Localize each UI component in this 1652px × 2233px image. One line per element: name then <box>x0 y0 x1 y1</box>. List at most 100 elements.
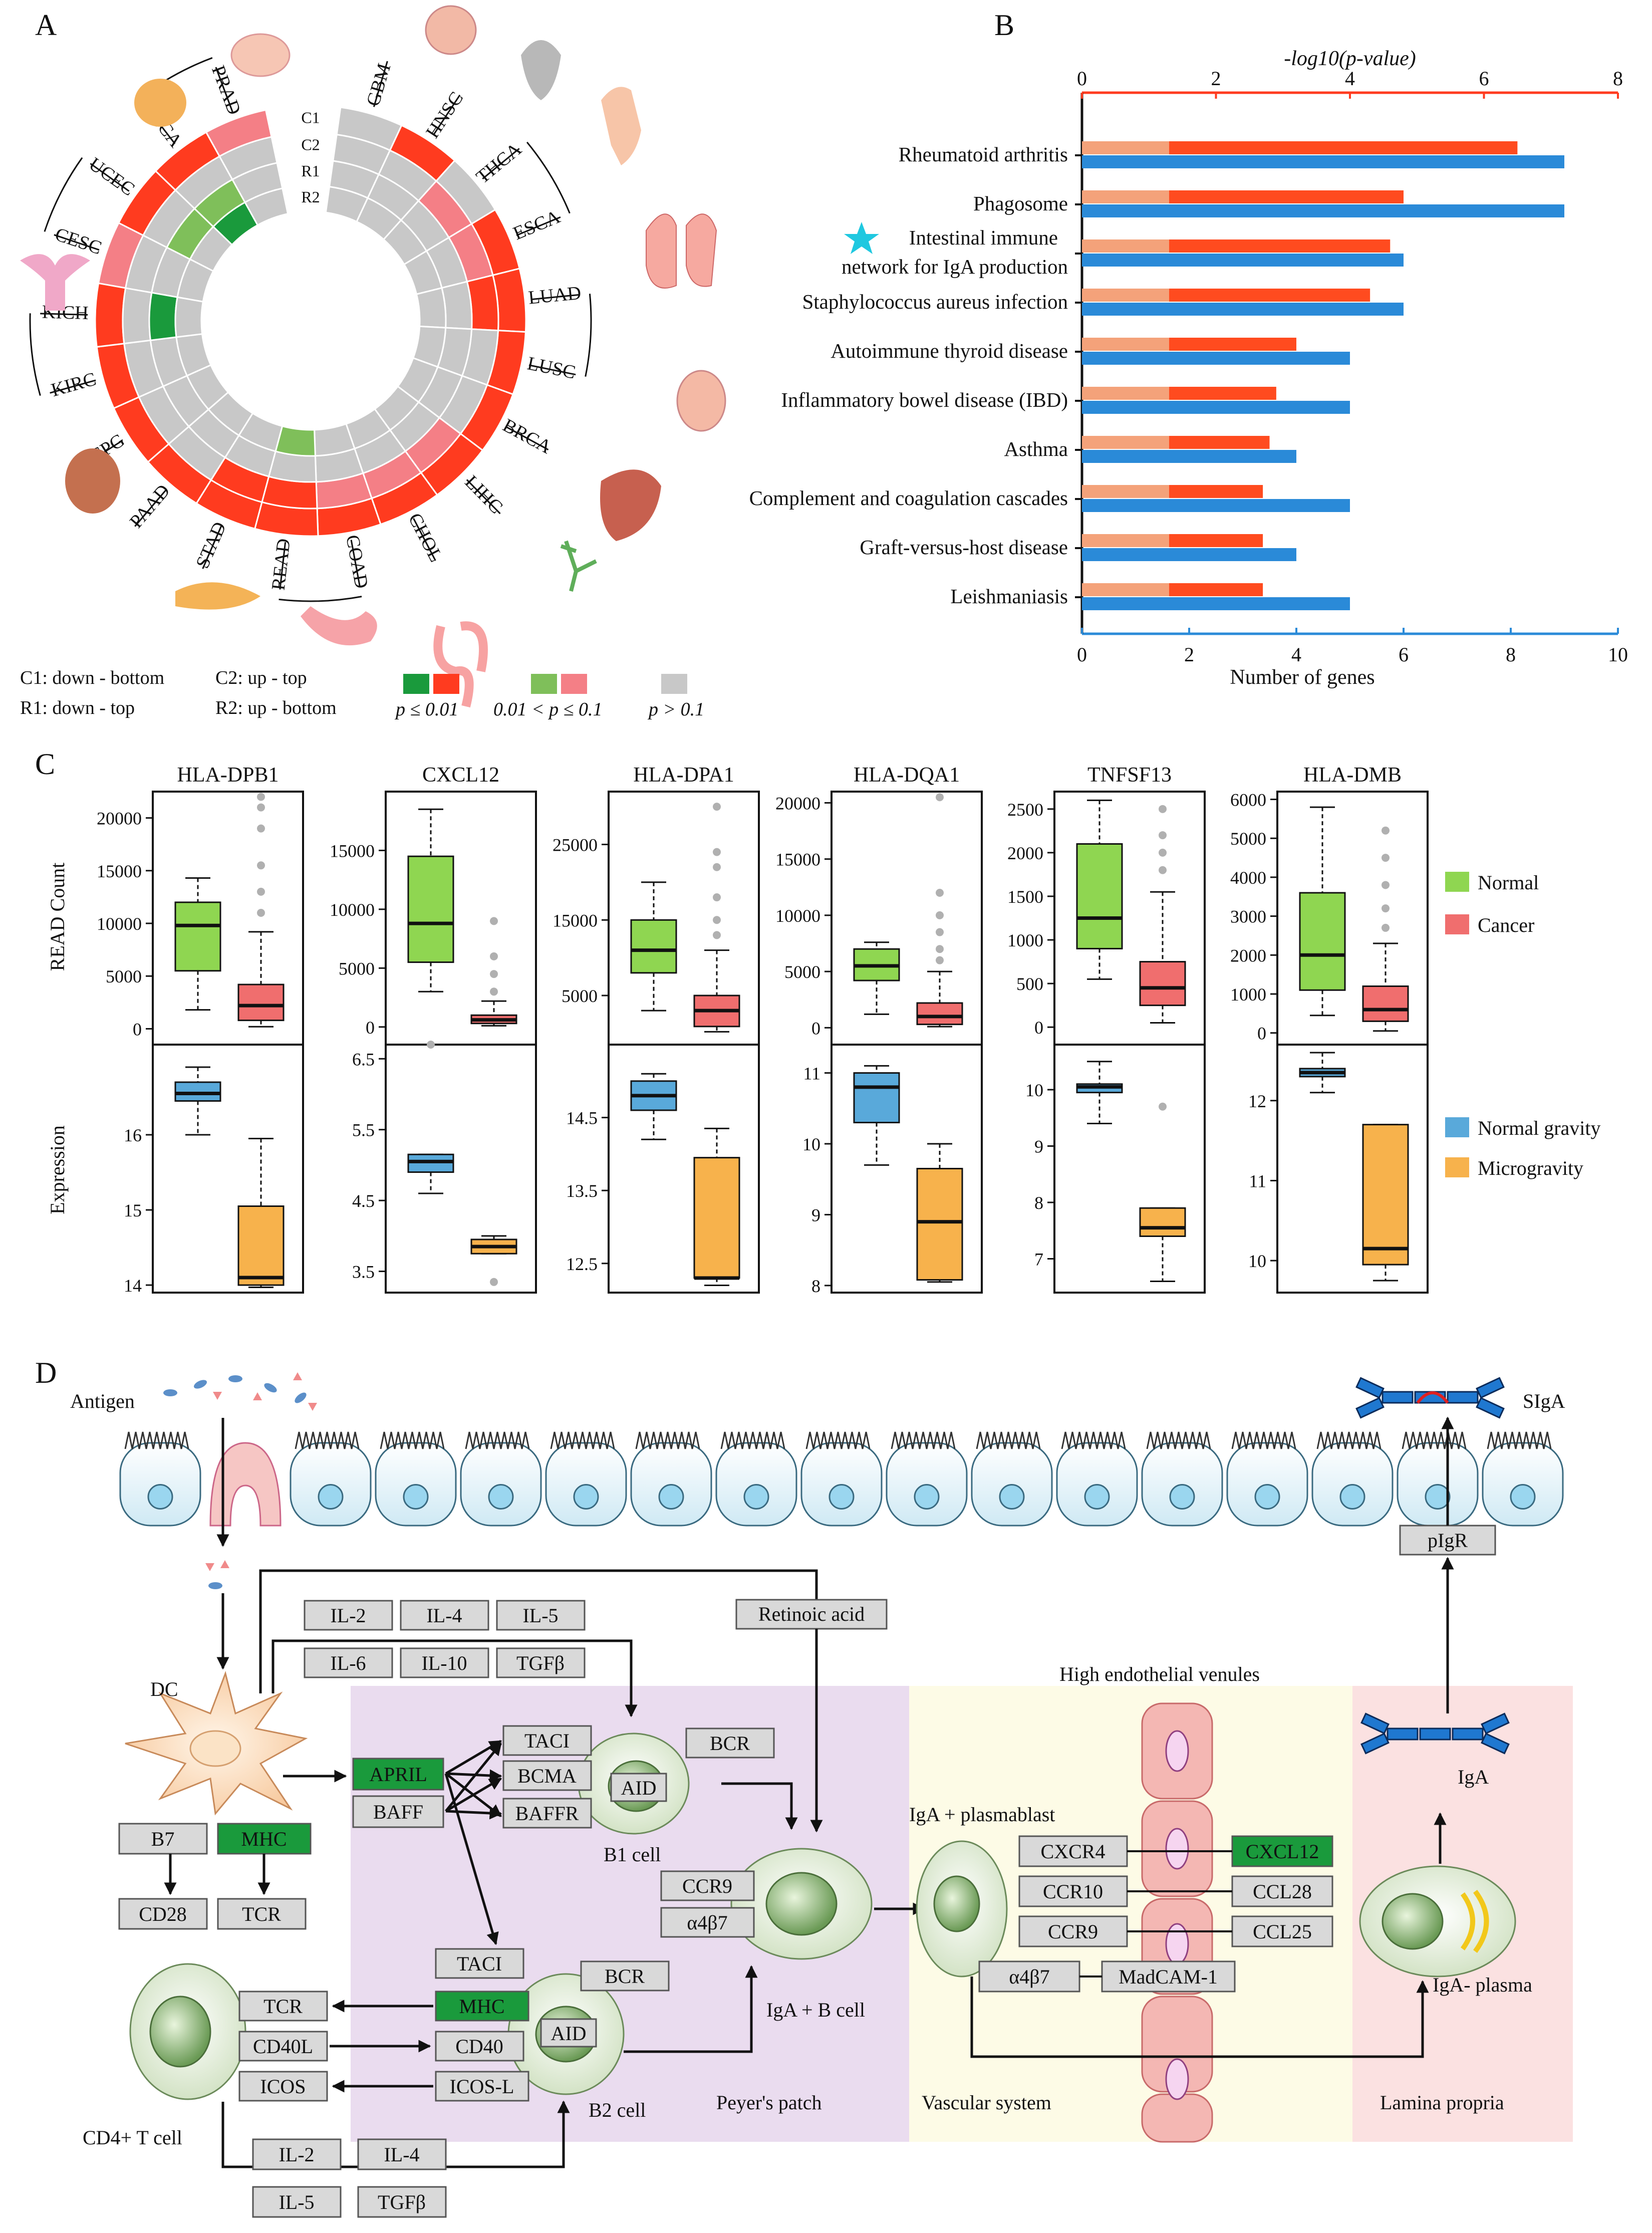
y-tick-label: 0 <box>133 1019 142 1039</box>
box <box>1362 1124 1409 1266</box>
cancer-tick <box>134 489 167 527</box>
epithelial-nucleus <box>1510 1484 1536 1510</box>
bar-threshold <box>1082 289 1169 302</box>
taci-b2-label: TACI <box>457 1952 502 1975</box>
ring-label-r2: R2 <box>301 188 320 206</box>
cancer-tick <box>433 94 461 135</box>
box <box>853 1072 900 1124</box>
box <box>237 983 285 1022</box>
y-tick-label: 5000 <box>339 958 375 978</box>
top-tick-label: 0 <box>1077 67 1087 90</box>
outlier-point <box>1159 831 1167 840</box>
cancer-bracket <box>29 313 41 396</box>
cancer-tick <box>466 479 501 515</box>
box <box>407 1153 454 1173</box>
ccr9-b-label: CCR9 <box>682 1875 732 1897</box>
outlier-point <box>490 1278 498 1286</box>
legend-swatch-green-sig <box>403 674 429 694</box>
y-tick-label: 3.5 <box>352 1262 375 1282</box>
y-tick-label: 9 <box>811 1205 820 1225</box>
bar-pvalue <box>1169 141 1518 154</box>
tcr-top-label: TCR <box>242 1903 281 1925</box>
box <box>1076 843 1123 949</box>
bar-threshold <box>1082 190 1169 203</box>
b7-label: B7 <box>151 1828 175 1850</box>
epithelium <box>119 1431 1564 1527</box>
ccr10-label: CCR10 <box>1043 1880 1103 1903</box>
legend-cancer-swatch <box>1445 914 1469 934</box>
outlier-point <box>1159 866 1167 874</box>
microvilli <box>635 1431 700 1449</box>
category-label: Leishmaniasis <box>950 585 1068 608</box>
iga-molecule <box>1360 1712 1510 1755</box>
cancer-label-brca: BRCA <box>499 415 555 458</box>
bottom-plot-frame <box>1053 1044 1206 1294</box>
y-tick-label: 10 <box>802 1134 820 1154</box>
y-tick-label: 12.5 <box>566 1254 598 1274</box>
y-tick-label: 3000 <box>1230 907 1266 927</box>
iga-label: IgA <box>1458 1766 1489 1788</box>
bottom-tick-label: 4 <box>1291 643 1301 666</box>
thyroid-icon <box>521 40 561 100</box>
bar-pvalue <box>1169 485 1263 498</box>
plasmablast-nucleus <box>933 1875 980 1932</box>
bar-gene-count <box>1082 401 1350 414</box>
cancer-label-stad: STAD <box>192 519 230 572</box>
bar-threshold <box>1082 338 1169 351</box>
bar-gene-count <box>1082 155 1564 168</box>
epithelial-nucleus <box>1084 1484 1110 1510</box>
y-tick-label: 6000 <box>1230 790 1266 810</box>
outlier-point <box>936 793 944 802</box>
cancer-tick <box>532 294 580 300</box>
microvilli <box>891 1431 956 1449</box>
bladder-icon <box>134 79 186 127</box>
category-label: Autoimmune thyroid disease <box>831 339 1068 362</box>
category-label: Staphylococcus aureus infection <box>802 290 1068 313</box>
y-tick-label: 5000 <box>106 966 142 986</box>
siga-molecule <box>1355 1377 1505 1419</box>
il4-label: IL-4 <box>426 1604 462 1627</box>
outlier-point <box>490 970 498 978</box>
il5-bottom-label: IL-5 <box>279 2191 314 2213</box>
cxcr4-label: CXCR4 <box>1041 1840 1106 1863</box>
y-tick-label: 8 <box>1034 1193 1043 1213</box>
legend-gravity: Normal gravity <box>1478 1117 1601 1139</box>
ring-heatmap <box>94 106 527 537</box>
panel-c-boxplots: READ CountExpressionHLA-DPB1050001000015… <box>46 764 1429 1296</box>
y-tick-label: 5.5 <box>352 1120 375 1140</box>
microvilli <box>1402 1431 1467 1449</box>
bottom-tick-label: 2 <box>1184 643 1194 666</box>
a4b7-b-label: α4β7 <box>687 1911 727 1934</box>
bar-pvalue <box>1169 239 1391 253</box>
mhc-dc-label: MHC <box>241 1828 287 1850</box>
star-icon <box>844 222 879 254</box>
outlier-point <box>490 987 498 996</box>
category-label: Rheumatoid arthritis <box>899 143 1068 166</box>
y-tick-label: 14 <box>124 1276 142 1296</box>
dc-nucleus <box>189 1730 241 1767</box>
ring-cell-prad-3 <box>244 187 289 226</box>
head-icon <box>425 5 477 55</box>
pancreas-icon <box>175 582 260 610</box>
uterus-icon <box>20 254 90 311</box>
y-tick-label: 10 <box>1248 1251 1266 1271</box>
gene-title-cxcl12: CXCL12 <box>422 764 499 787</box>
y-tick-label: 2000 <box>1007 843 1043 863</box>
y-tick-label: 5000 <box>562 986 598 1006</box>
epithelial-nucleus <box>999 1484 1025 1510</box>
icosl-label: ICOS-L <box>450 2075 514 2098</box>
epithelial-nucleus <box>403 1484 429 1510</box>
microvilli <box>1316 1431 1382 1449</box>
bcr-b1-label: BCR <box>710 1732 750 1755</box>
tgfb-bottom-label: TGFβ <box>378 2191 426 2213</box>
outlier-point <box>1159 848 1167 857</box>
y-label-read-count: READ Count <box>46 863 69 971</box>
colon-icon <box>433 621 488 708</box>
bar-threshold <box>1082 141 1169 154</box>
legend-swatch-red-sig <box>433 674 459 694</box>
cancer-tick <box>202 525 222 569</box>
legend-c1: C1: down - bottom <box>20 667 164 688</box>
microvilli <box>805 1431 871 1449</box>
